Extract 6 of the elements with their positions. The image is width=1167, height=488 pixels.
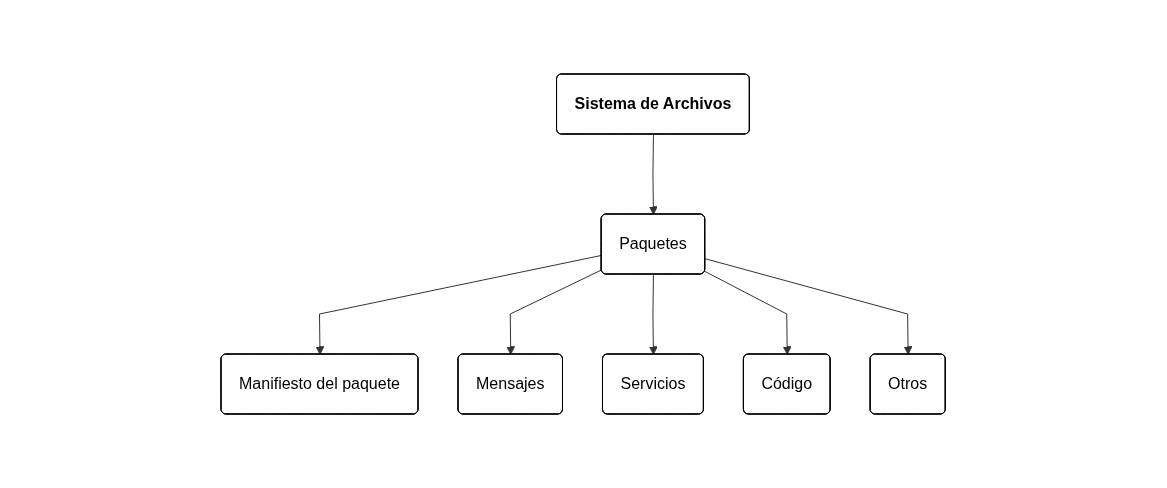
arrow: [705, 258, 913, 355]
arrow: [649, 134, 659, 215]
arrow: [649, 274, 659, 355]
arrow: [315, 254, 603, 355]
arrow: [704, 270, 792, 355]
arrow: [506, 269, 603, 355]
